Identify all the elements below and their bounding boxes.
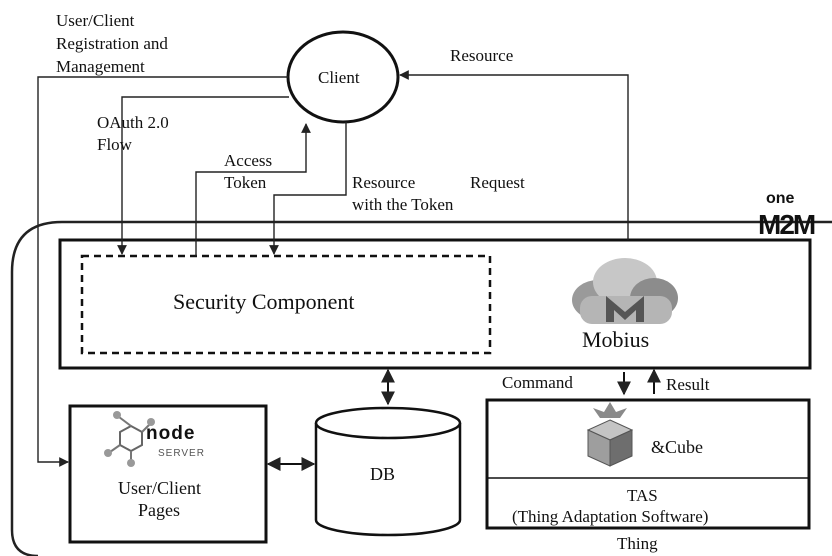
pages-label-1: User/Client xyxy=(118,478,201,498)
node-logo-text: node xyxy=(146,423,196,444)
mobius-cloud-icon xyxy=(572,258,678,324)
registration-label-1: User/Client xyxy=(56,11,135,30)
security-component-label: Security Component xyxy=(173,289,355,314)
registration-label-3: Management xyxy=(56,57,145,76)
resource-label: Resource xyxy=(450,46,514,65)
pages-label-2: Pages xyxy=(138,500,180,520)
cube-icon xyxy=(586,402,634,467)
oauth-label-2: Flow xyxy=(97,135,132,154)
client-label: Client xyxy=(318,68,360,87)
command-label: Command xyxy=(502,373,573,392)
result-label: Result xyxy=(666,375,710,394)
security-component-box xyxy=(80,254,492,355)
access-token-label-1: Access xyxy=(224,151,273,170)
resource-line xyxy=(399,70,629,240)
node-server-icon xyxy=(104,411,155,467)
oauth-label-1: OAuth 2.0 xyxy=(97,113,169,132)
oauth-flow-line xyxy=(117,96,289,255)
mobius-server-box xyxy=(58,238,812,370)
resource-request-label-1: Resource xyxy=(352,173,416,192)
onem2m-platform-boundary xyxy=(10,220,832,556)
thing-label: Thing xyxy=(617,534,658,553)
user-client-pages-box xyxy=(68,404,268,544)
resource-request-label-2: Request xyxy=(470,173,525,192)
registration-label-2: Registration and xyxy=(56,34,168,53)
tas-label-1: TAS xyxy=(627,486,658,505)
svg-text:M2M: M2M xyxy=(758,209,815,240)
resource-request-label-3: with the Token xyxy=(352,195,454,214)
db-label: DB xyxy=(370,464,396,484)
registration-flow-line xyxy=(37,76,288,467)
node-logo-subtext: SERVER xyxy=(158,448,205,459)
db-cylinder xyxy=(314,406,462,537)
resource-request-line xyxy=(269,122,347,255)
mobius-label: Mobius xyxy=(582,327,650,352)
onem2m-logo: one M2M xyxy=(758,190,817,240)
access-token-label-2: Token xyxy=(224,173,267,192)
svg-text:one: one xyxy=(766,190,795,207)
access-token-line xyxy=(195,123,311,256)
cube-label: &Cube xyxy=(651,437,703,457)
thing-box xyxy=(485,398,811,530)
tas-label-2: (Thing Adaptation Software) xyxy=(512,507,709,526)
